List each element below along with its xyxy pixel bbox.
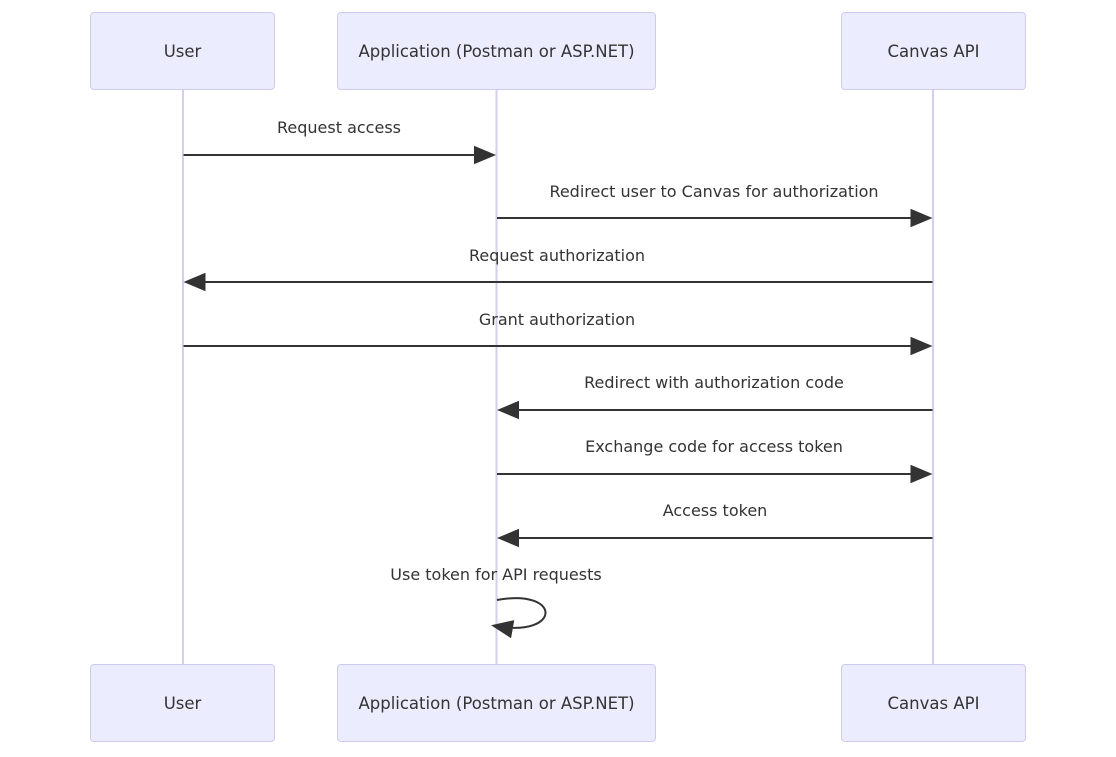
actor-label-canvas-api-top: Canvas API — [887, 41, 980, 61]
actor-box-user-bottom: User — [90, 664, 275, 742]
message-label-exchange-code: Exchange code for access token — [585, 437, 843, 456]
actor-box-application-top: Application (Postman or ASP.NET) — [337, 12, 656, 90]
message-label-request-access: Request access — [277, 118, 401, 137]
message-label-redirect-user-to-canvas: Redirect user to Canvas for authorizatio… — [549, 182, 879, 201]
actor-box-canvas-api-top: Canvas API — [841, 12, 1026, 90]
message-label-grant-authorization: Grant authorization — [478, 310, 636, 329]
message-label-use-token: Use token for API requests — [390, 565, 602, 584]
message-label-redirect-with-code: Redirect with authorization code — [584, 373, 844, 392]
arrow-self-loop-use-token — [491, 597, 547, 639]
actor-box-canvas-api-bottom: Canvas API — [841, 664, 1026, 742]
actor-label-user-bottom: User — [163, 693, 202, 713]
message-label-access-token: Access token — [662, 501, 768, 520]
actor-box-application-bottom: Application (Postman or ASP.NET) — [337, 664, 656, 742]
actor-label-application-top: Application (Postman or ASP.NET) — [358, 41, 635, 61]
actor-label-application-bottom: Application (Postman or ASP.NET) — [358, 693, 635, 713]
actor-label-user-top: User — [163, 41, 202, 61]
actor-label-canvas-api-bottom: Canvas API — [887, 693, 980, 713]
message-label-request-authorization: Request authorization — [468, 246, 646, 265]
actor-box-user-top: User — [90, 12, 275, 90]
